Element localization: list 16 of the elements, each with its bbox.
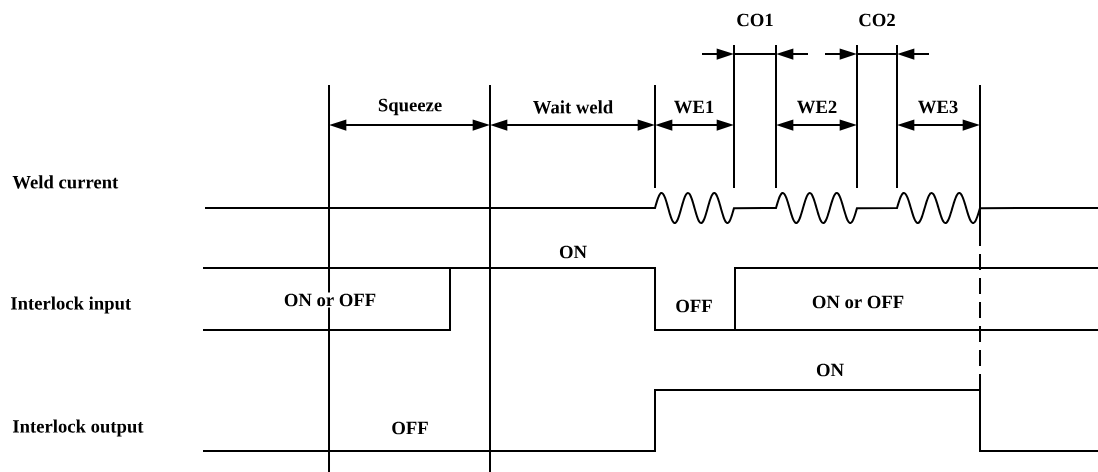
state-label: ON: [557, 244, 589, 260]
dimension-label: WE2: [795, 99, 839, 115]
signal-name: Weld current: [11, 174, 120, 190]
dimension-label: Squeeze: [376, 97, 444, 117]
state-label: ON or OFF: [810, 294, 906, 310]
dimension-label: CO2: [857, 12, 897, 28]
dimension-label: WE3: [916, 99, 960, 115]
dimension-label: CO1: [735, 12, 775, 28]
signal-name: Interlock output: [11, 418, 145, 438]
state-label: OFF: [674, 298, 714, 314]
state-label: OFF: [390, 420, 430, 436]
dimension-label: Wait weld: [531, 99, 615, 115]
signal-name: Interlock input: [9, 295, 133, 315]
dimension-label: WE1: [672, 99, 716, 115]
state-label: ON: [814, 362, 846, 378]
state-label: ON or OFF: [282, 292, 378, 308]
